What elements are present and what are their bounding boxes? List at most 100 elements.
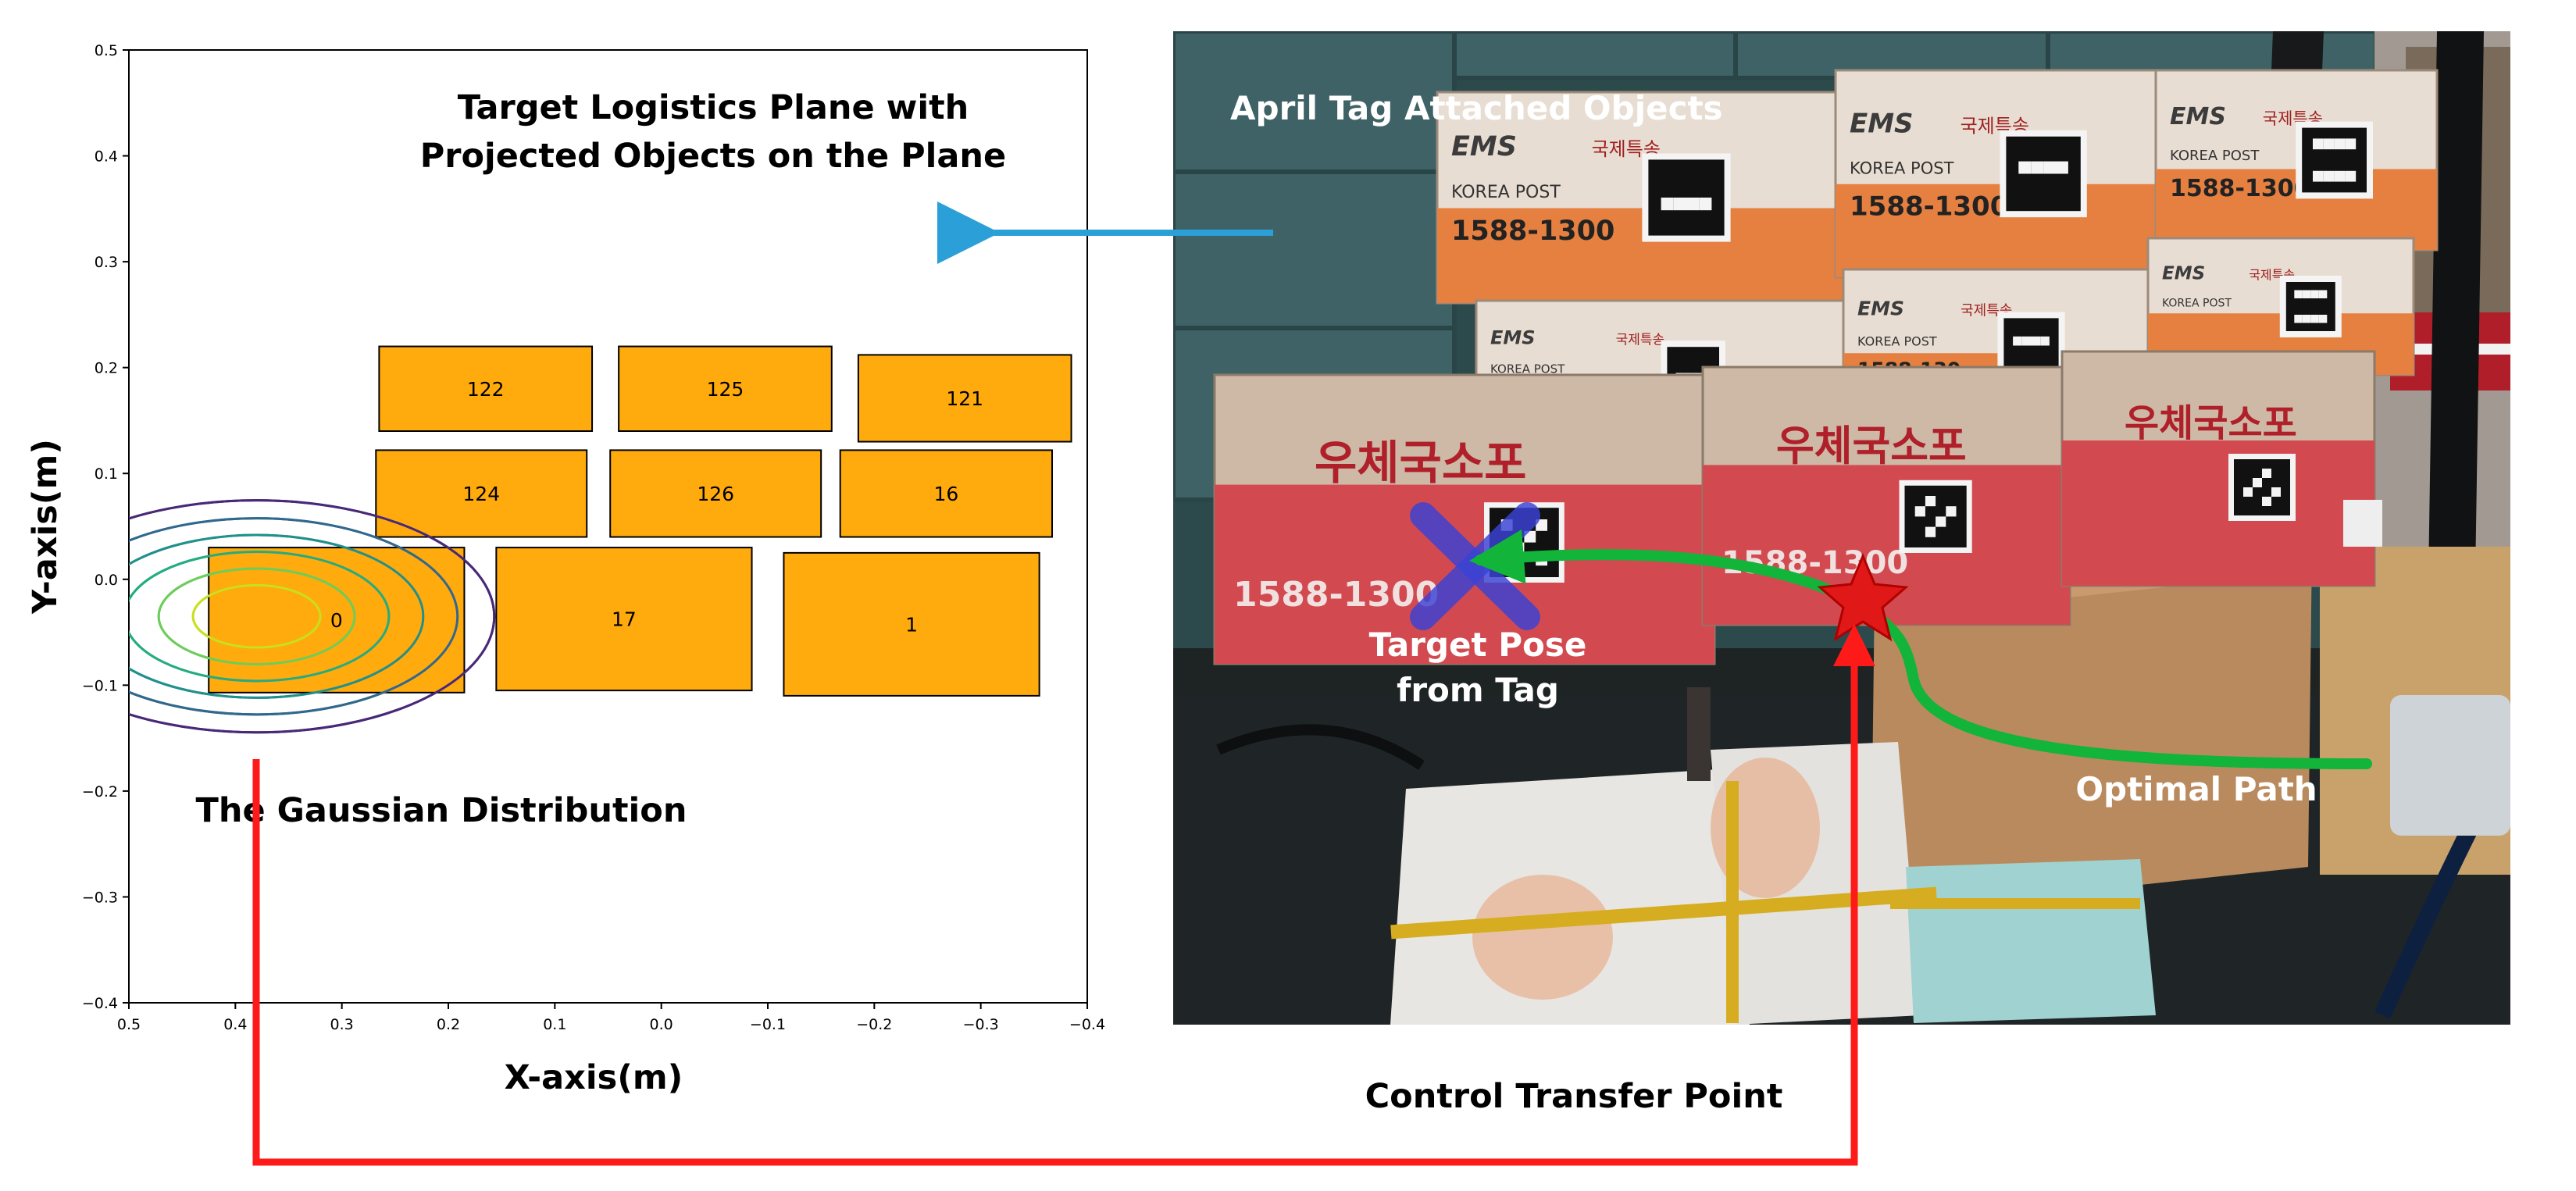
april-tag-cell	[2040, 336, 2050, 346]
y-tick-label: 0.1	[95, 465, 118, 483]
ems-box-orange-band	[1437, 208, 1843, 303]
april-tag-icon	[2302, 127, 2367, 193]
ems-korean-text: 국제특송	[1616, 333, 1665, 348]
april-tag-cell	[2243, 487, 2253, 497]
ems-post-text: KOREA POST	[2170, 148, 2260, 164]
ems-post-text: KOREA POST	[1490, 362, 1565, 376]
brown-box	[1871, 547, 2312, 914]
gaussian-contour-overlay-2	[129, 551, 391, 683]
ems-brand-text: EMS	[1490, 327, 1536, 349]
y-tick-label: −0.2	[82, 783, 118, 801]
x-tick-label: −0.2	[856, 1016, 892, 1033]
april-tag-cell	[1936, 516, 1946, 527]
april-tag-cell	[2345, 170, 2357, 182]
gaussian-contour-overlay-5	[129, 499, 496, 734]
ems-brand-text: EMS	[1451, 131, 1517, 162]
ems-post-text: KOREA POST	[1451, 183, 1561, 202]
object-box-121	[857, 354, 1072, 443]
ems-brand-text: EMS	[2162, 264, 2205, 284]
object-box-126	[609, 449, 822, 538]
pipe-fitting	[1687, 687, 1711, 781]
y-tick-label: −0.1	[82, 677, 118, 694]
object-box-122	[378, 345, 594, 432]
ems-brand-text: EMS	[1857, 298, 1904, 320]
gaussian-contour-overlay-0	[191, 583, 322, 649]
object-box-125	[618, 345, 833, 432]
robot-controller	[2390, 695, 2510, 836]
x-axis-label: X-axis(m)	[505, 1058, 683, 1097]
y-axis-label: Y-axis(m)	[26, 439, 65, 615]
x-tick-label: −0.1	[750, 1016, 786, 1033]
object-box-16	[839, 449, 1054, 538]
target-pose-label-line1: Target Pose	[1369, 626, 1587, 664]
object-label-124: 124	[462, 483, 500, 505]
object-label-126: 126	[697, 483, 734, 505]
object-label-17: 17	[612, 608, 637, 631]
shelf-bracket	[2343, 500, 2382, 547]
april-tag-cell	[2318, 290, 2328, 298]
april-tag-cell	[1925, 496, 1936, 507]
ems-post-text: KOREA POST	[1850, 159, 1954, 178]
april-tag-cell	[2031, 336, 2041, 346]
april-tag-cell	[1946, 506, 1957, 517]
april-tag-cell	[2318, 315, 2328, 323]
april-tag-cell	[2018, 161, 2032, 174]
april-tag-cell	[2056, 161, 2068, 174]
x-tick-label: 0.4	[223, 1016, 247, 1033]
y-tick-label: 0.0	[95, 572, 118, 589]
april-tag-label: April Tag Attached Objects	[1230, 89, 1723, 127]
plot-title-line2: Projected Objects on the Plane	[420, 137, 1006, 176]
april-tag-cell	[2323, 138, 2335, 150]
gaussian-contours-overlay	[129, 499, 496, 734]
object-label-121: 121	[946, 387, 983, 410]
object-box-17	[495, 547, 753, 692]
x-tick-label: 0.2	[437, 1016, 460, 1033]
y-tick-label: 0.2	[95, 360, 118, 377]
parcel-brand-text: 우체국소포	[2125, 401, 2297, 445]
optimal-path-line	[1469, 529, 2372, 769]
ems-phone-text: 1588-1300	[2170, 175, 2310, 202]
x-tick-label: 0.0	[650, 1016, 673, 1033]
april-tag-cell	[2310, 290, 2319, 298]
april-tag-icon	[1648, 159, 1725, 236]
y-tick-label: 0.5	[95, 42, 118, 59]
april-tag-cell	[2294, 315, 2303, 323]
control-transfer-label: Control Transfer Point	[1365, 1077, 1783, 1116]
april-tag-cell	[1661, 198, 1674, 211]
april-tag-cell	[1699, 198, 1712, 211]
plot-title-line1: Target Logistics Plane with	[458, 88, 969, 127]
object-label-16: 16	[933, 483, 958, 505]
parcel-phone-text: 1588-1300	[1233, 575, 1439, 615]
x-tick-label: 0.3	[330, 1016, 354, 1033]
y-axis-ticks: −0.4 −0.3 −0.2 −0.1 0.0 0.1 0.2 0.3 0.4 0.5	[82, 42, 129, 1012]
april-tag-cell	[2043, 161, 2056, 174]
y-tick-label: 0.4	[95, 148, 118, 166]
april-tag-cell	[1686, 198, 1700, 211]
ems-phone-text: 1588-1300	[1451, 216, 1614, 247]
gaussian-contour-overlay-1	[157, 567, 356, 665]
april-tag-cell	[2313, 170, 2324, 182]
cable	[1216, 724, 1425, 770]
april-tag-cell	[1536, 519, 1547, 531]
april-tag-cell	[2345, 138, 2357, 150]
april-tag-cell	[2021, 336, 2032, 346]
tiled-wall	[1173, 31, 2378, 502]
gaussian-distribution-label: The Gaussian Distribution	[196, 791, 687, 830]
parcel-box-red-band	[2062, 440, 2374, 586]
y-tick-label: −0.4	[82, 995, 118, 1012]
x-tick-label: −0.4	[1069, 1016, 1105, 1033]
object-box-124	[375, 449, 588, 538]
target-pose-label-line2: from Tag	[1397, 671, 1559, 709]
april-tag-cell	[2310, 315, 2319, 323]
y-tick-label: −0.3	[82, 889, 118, 906]
april-tag-cell	[2334, 138, 2346, 150]
magazine-bundles	[1390, 742, 2156, 1025]
ems-brand-text: EMS	[1850, 109, 1914, 140]
april-tag-cell	[2013, 336, 2022, 346]
april-tag-cell	[2302, 290, 2311, 298]
y-tick-label: 0.3	[95, 254, 118, 271]
